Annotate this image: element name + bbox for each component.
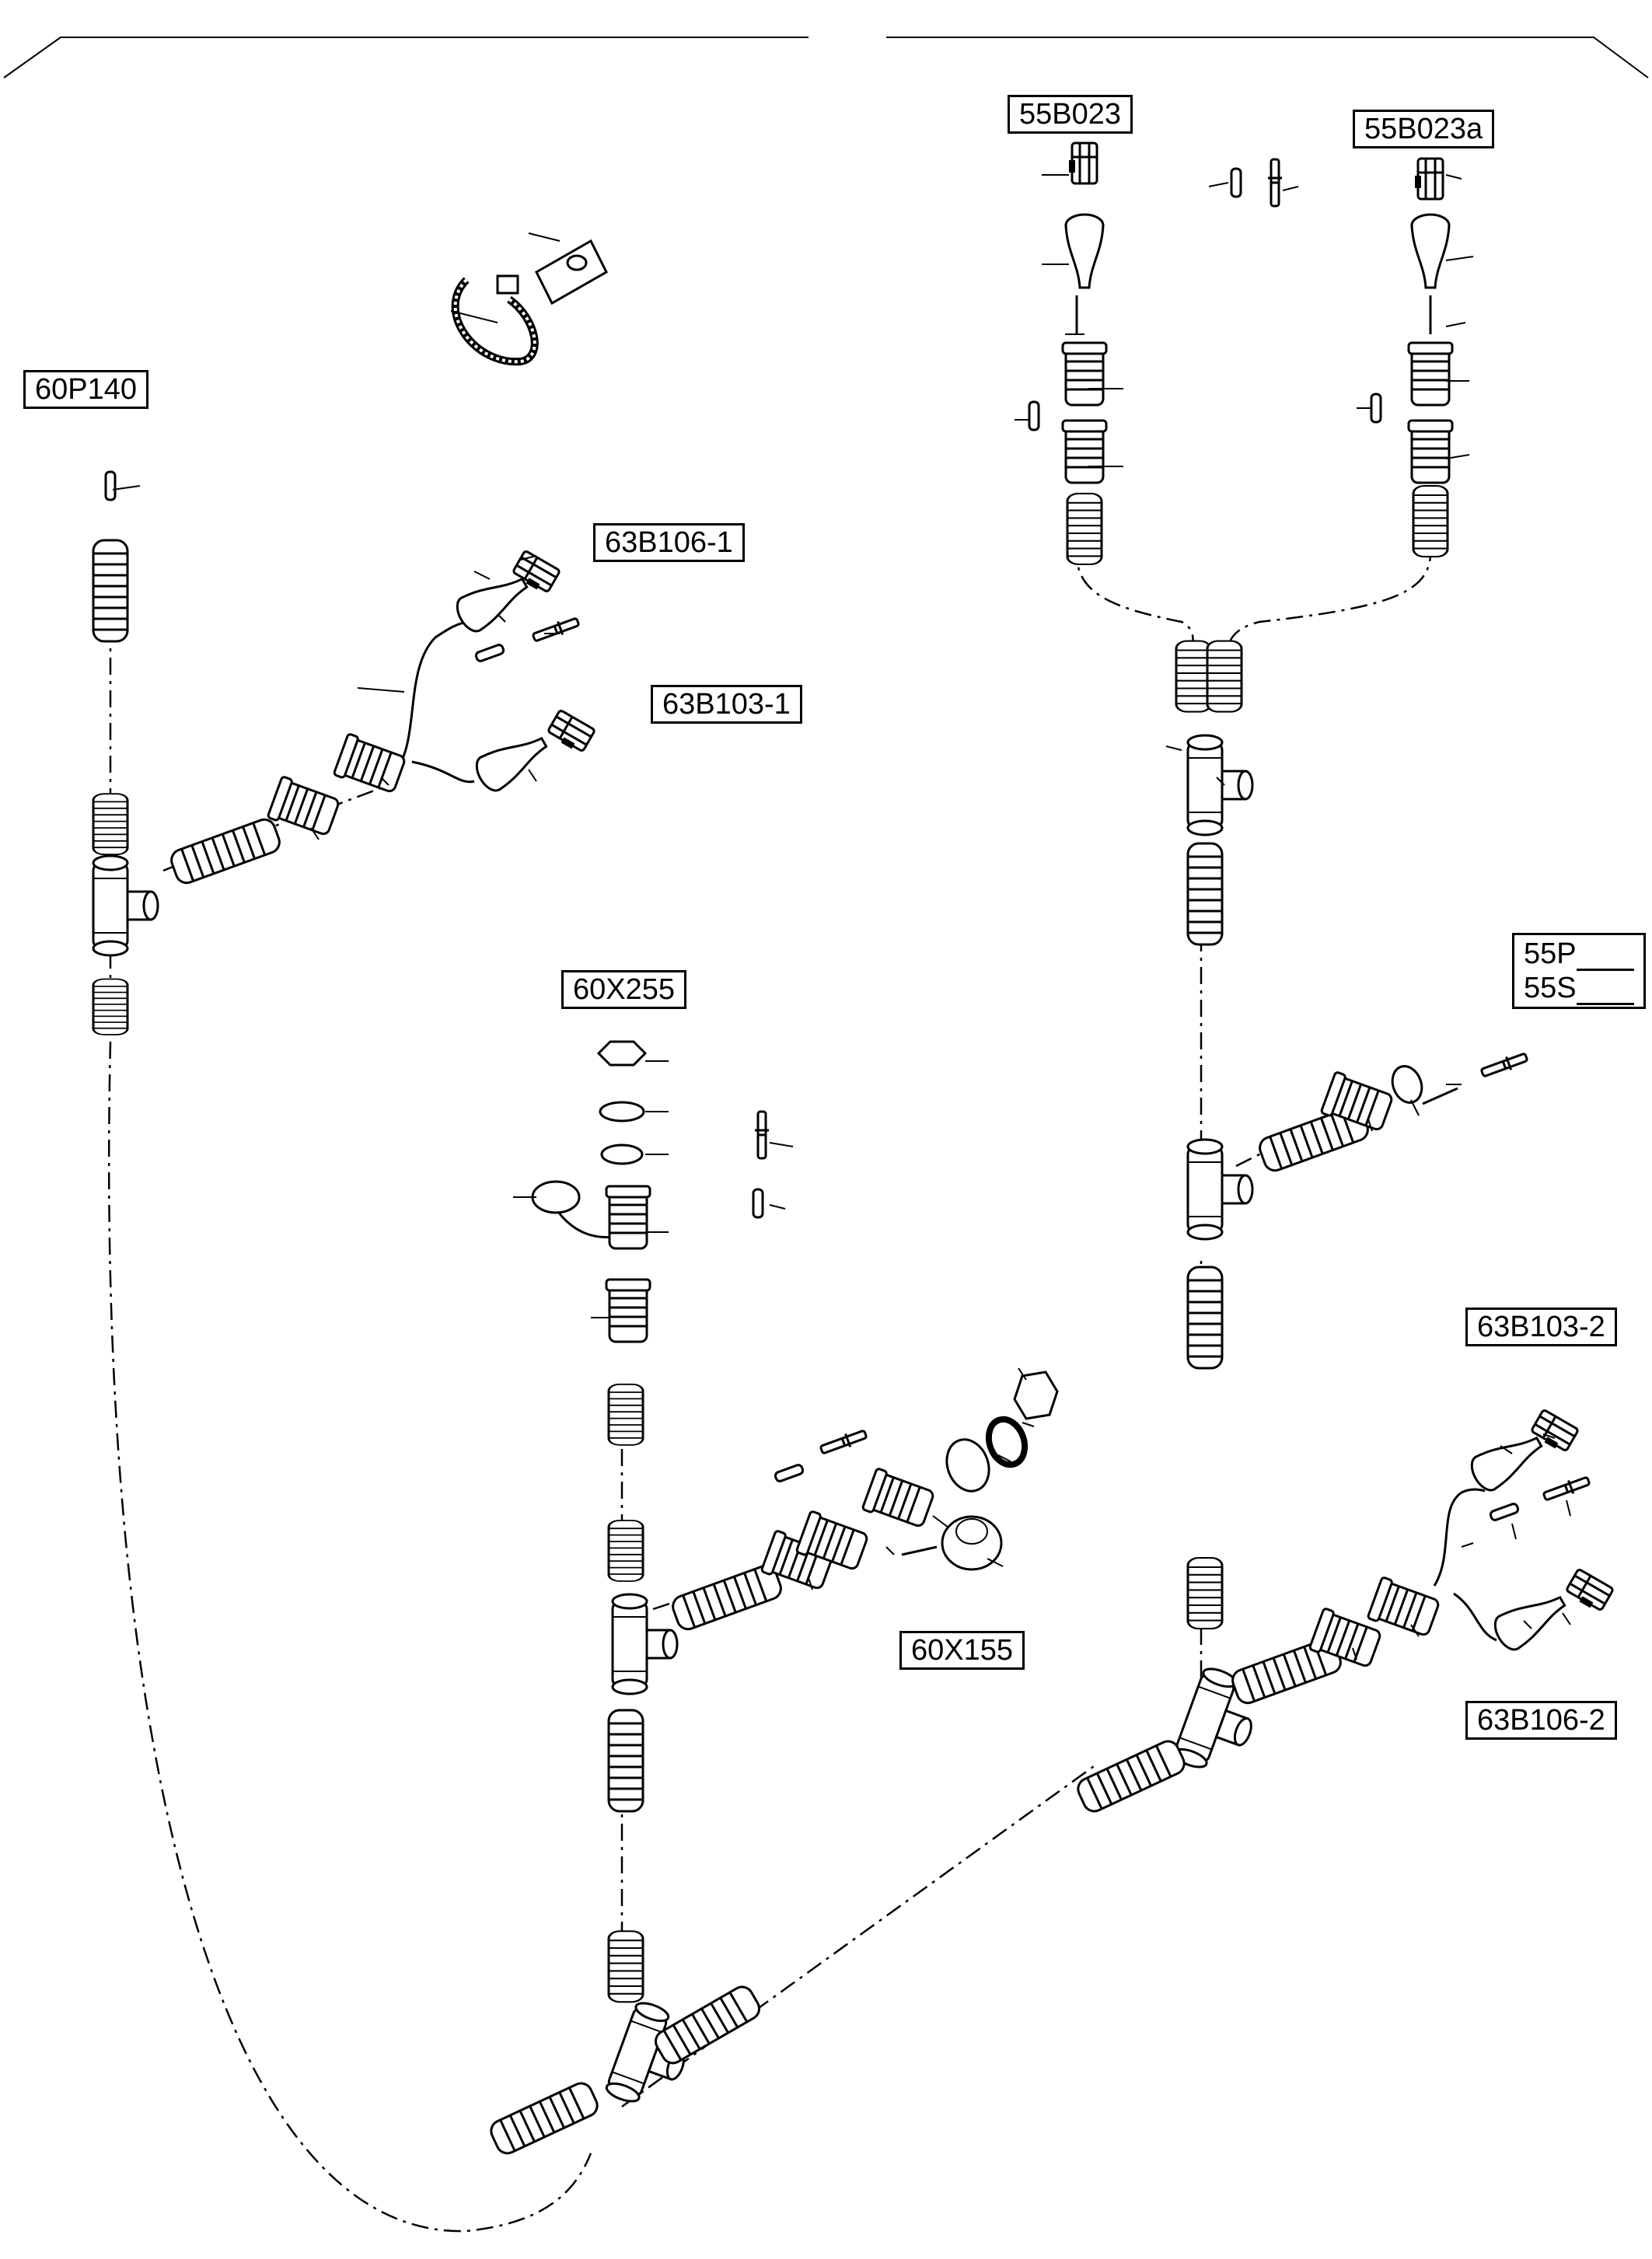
- callout-63B103-2: 63B103-2: [1465, 1308, 1617, 1346]
- callout-60X255: 60X255: [561, 970, 687, 1009]
- callout-60X155: 60X155: [899, 1631, 1025, 1670]
- callout-60P140: 60P140: [23, 370, 149, 409]
- page-frame: [3, 37, 1649, 79]
- callout-55P-55S: 55P 55S: [1512, 933, 1646, 1009]
- harness-top-right-55B023: [1028, 141, 1530, 1370]
- harness-left-60P140: [92, 470, 597, 1036]
- leader-lines: [112, 174, 1571, 1660]
- callout-63B106-2: 63B106-2: [1465, 1701, 1617, 1740]
- harness-bottom-right-63B103-2: [1073, 1408, 1615, 1817]
- callout-55P-line: 55P: [1524, 937, 1634, 971]
- callout-63B106-1: 63B106-1: [593, 523, 745, 562]
- callout-55B023: 55B023: [1008, 95, 1133, 134]
- harness-center-60X255: [486, 1040, 1059, 2159]
- callout-63B103-1: 63B103-1: [651, 685, 802, 724]
- cable-tie-and-label: [450, 232, 608, 366]
- callout-55S-line: 55S: [1524, 971, 1634, 1005]
- callout-55B023a: 55B023a: [1353, 110, 1495, 148]
- harness-wires: [395, 295, 1497, 1642]
